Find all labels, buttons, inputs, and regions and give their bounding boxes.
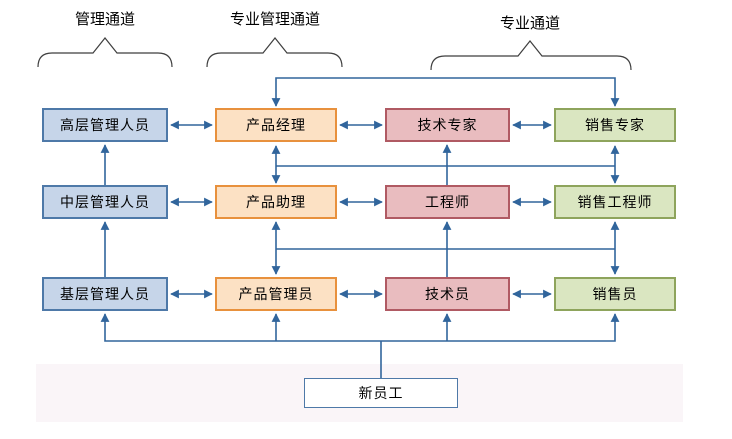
channel-label-professional-management: 专业管理通道	[229, 11, 320, 28]
brace-professional-management-channel	[206, 37, 343, 68]
node-frontline-managers: 基层管理人员	[42, 277, 168, 311]
node-new-employee: 新员工	[304, 378, 458, 408]
node-middle-managers: 中层管理人员	[42, 185, 168, 219]
node-technical-expert: 技术专家	[385, 108, 510, 142]
node-technician: 技术员	[385, 277, 510, 311]
channel-label-professional: 专业通道	[499, 15, 560, 32]
node-product-assistant: 产品助理	[215, 185, 337, 219]
node-product-manager: 产品经理	[215, 108, 337, 142]
bus-bottom	[100, 313, 620, 378]
node-senior-managers: 高层管理人员	[42, 108, 168, 142]
brace-management-channel	[37, 37, 173, 68]
channel-label-management: 管理通道	[74, 11, 135, 28]
node-engineer: 工程师	[385, 185, 510, 219]
node-salesperson: 销售员	[554, 277, 676, 311]
node-sales-engineer: 销售工程师	[554, 185, 676, 219]
brace-professional-channel	[430, 40, 632, 71]
node-product-administrator: 产品管理员	[215, 277, 337, 311]
bus-top	[271, 77, 620, 107]
node-sales-expert: 销售专家	[554, 108, 676, 142]
